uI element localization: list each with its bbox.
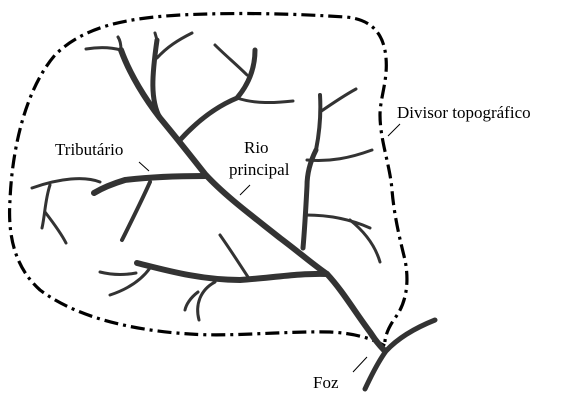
branch-right-twig-3 <box>305 148 374 162</box>
foz-pointer <box>352 356 368 373</box>
branch-right-twig-4 <box>304 213 372 230</box>
branch-upper-right <box>177 47 258 143</box>
tributary-branch-4 <box>43 210 68 245</box>
branch-upper-left-twig-3 <box>84 46 123 52</box>
outlet-river <box>362 317 438 392</box>
foz-label: Foz <box>313 373 339 392</box>
tributary <box>91 173 208 196</box>
branch-upper-right-twig-1 <box>213 43 249 77</box>
topographic-divide-line <box>8 11 409 348</box>
branch-right-twig-1 <box>314 93 323 152</box>
branch-upper-left-twig-2 <box>155 31 194 60</box>
branch-lower-left-twig-4 <box>108 266 152 297</box>
branch-lower-left-twig-2 <box>196 280 217 322</box>
rio-principal-label-line1: Rio <box>244 138 269 157</box>
tributario-pointer <box>138 161 150 172</box>
tributary-branch-3 <box>40 183 52 230</box>
tributario-label: Tributário <box>55 140 123 159</box>
divisor-label: Divisor topográfico <box>397 103 531 122</box>
branch-right-twig-5 <box>348 218 382 264</box>
tributary-branch-2 <box>30 177 102 190</box>
rio-principal-label-line2: principal <box>229 160 290 179</box>
divisor-pointer <box>387 123 401 137</box>
branch-lower-left-twig-1 <box>218 233 252 282</box>
branch-right-twig-2 <box>318 87 358 114</box>
tributary-branch-1 <box>120 180 152 242</box>
branch-lower-left-twig-5 <box>98 270 138 276</box>
branch-upper-left <box>150 37 163 121</box>
branch-upper-left-twig-4 <box>116 35 123 52</box>
branch-lower-left-twig-3 <box>183 290 200 312</box>
branch-right <box>300 147 319 251</box>
branch-upper-right-twig-2 <box>235 96 295 105</box>
branch-upper-left-twig-1 <box>153 31 159 42</box>
branch-lower-left <box>134 260 330 283</box>
rio-principal-pointer <box>239 184 251 196</box>
